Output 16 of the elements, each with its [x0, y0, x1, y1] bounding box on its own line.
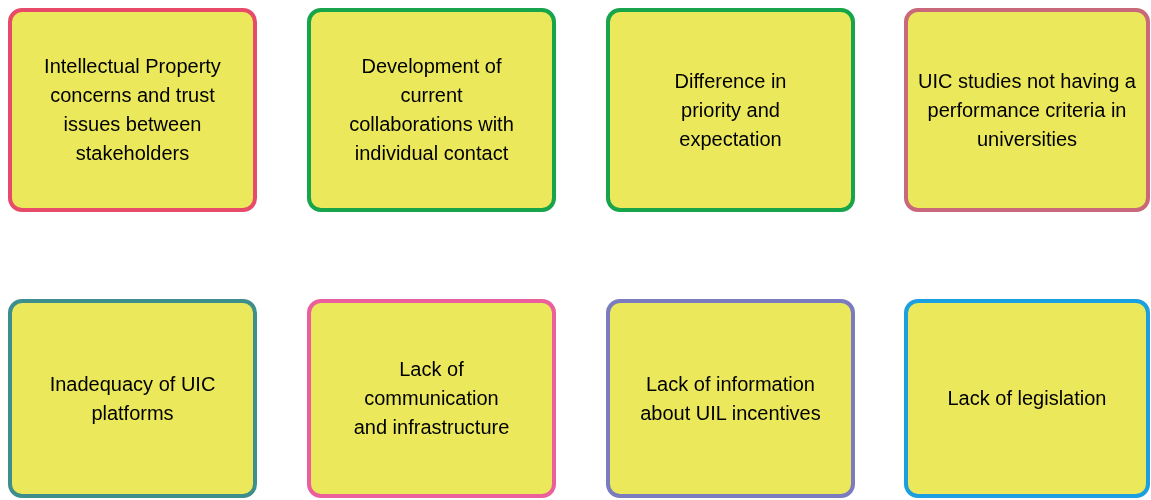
problem-box: [8, 299, 257, 498]
box-text: Difference in priority and expectation: [673, 68, 788, 152]
problem-box: [904, 8, 1150, 212]
problem-box: [8, 8, 257, 212]
box-text: Development of current collaborations with individual contact: [348, 54, 515, 166]
box-text: Lack of information about UIL incentives: [639, 371, 822, 426]
problem-box: [904, 299, 1150, 498]
problem-box: [606, 8, 855, 212]
problem-box: [307, 8, 556, 212]
problem-box: [606, 299, 855, 498]
box-text: Intellectual Property concerns and trust issues between stakeholders: [43, 54, 222, 166]
problem-box: [307, 299, 556, 498]
box-text: Lack of legislation: [947, 386, 1107, 411]
box-text: Lack of communication and infrastructure: [352, 357, 511, 440]
box-text: Inadequacy of UIC platforms: [48, 371, 217, 426]
box-text: UIC studies not having a performance criteria in universities: [918, 68, 1136, 152]
